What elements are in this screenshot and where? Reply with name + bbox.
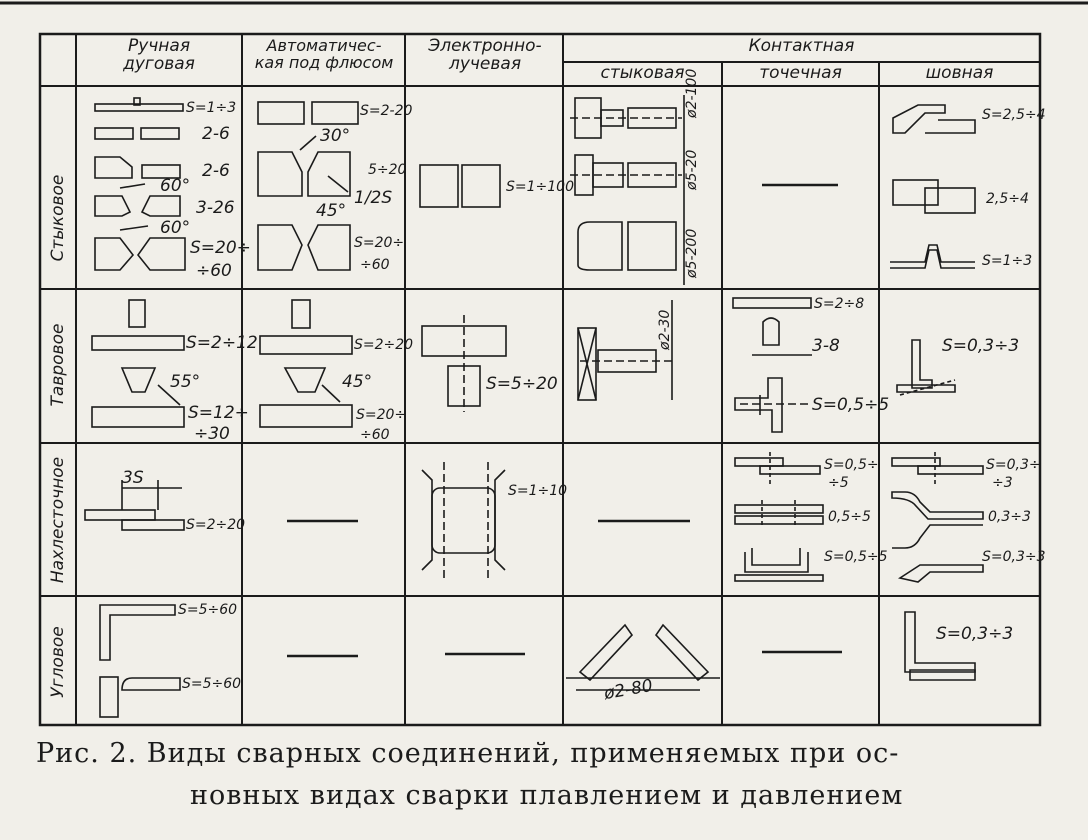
- dim-label: ÷60: [196, 261, 232, 281]
- dim-label: S=0,5÷5: [812, 395, 890, 415]
- r2-spot-sketch: [732, 297, 812, 433]
- table-frame: [38, 32, 1042, 727]
- dim-label: S=1÷100: [506, 179, 574, 195]
- angle-label: 45°: [316, 201, 347, 221]
- dim-label: ÷5: [828, 475, 849, 491]
- r2-manual-sketch: [91, 299, 185, 428]
- header-auto-line2: кая под флюсом: [254, 52, 394, 72]
- r1-auto-sketch: [257, 101, 359, 271]
- row-label-lap: Нахлесточное: [48, 456, 68, 584]
- dim-label: 0,5÷5: [828, 509, 871, 525]
- dim-label: S=0,5÷: [824, 457, 879, 473]
- dim-label: S=2÷12: [186, 333, 258, 353]
- dim-label: S=0,3÷3: [942, 336, 1020, 356]
- dim-label: S=2,5÷4: [982, 107, 1046, 123]
- diameter-label: ø2-30: [657, 309, 673, 350]
- dim-label: ÷60: [360, 427, 390, 443]
- r4-seam-sketch: [904, 611, 976, 681]
- dim-label: 1/2S: [354, 188, 393, 208]
- r2-auto-sketch: [259, 299, 353, 428]
- r3-spot-sketch: [734, 452, 824, 582]
- header-electron-beam: Электронно- лучевая: [410, 36, 560, 74]
- dim-label: S=5÷60: [182, 676, 242, 692]
- dim-label: S=2÷20: [186, 517, 246, 533]
- dim-label: 2,5÷4: [986, 191, 1029, 207]
- header-auto-line1: Автоматичес-: [266, 36, 382, 55]
- dim-label: S=0,3÷3: [982, 549, 1046, 565]
- dim-label: 3-8: [812, 336, 840, 356]
- dim-label: S=2÷20: [354, 337, 414, 353]
- angle-label: 60°: [160, 218, 191, 238]
- angle-label: 60°: [160, 176, 191, 196]
- dim-label: ÷30: [194, 424, 230, 444]
- diameter-label: ø5-200: [684, 228, 700, 278]
- dim-label: S=20÷: [190, 238, 251, 258]
- r1-manual-sketch: [94, 97, 186, 271]
- header-ebeam-line1: Электронно-: [428, 36, 542, 56]
- dim-label: 3-26: [196, 198, 235, 218]
- header-contact-seam: шовная: [925, 63, 994, 83]
- figure-caption-line1: Рис. 2. Виды сварных соединений, применя…: [36, 738, 900, 769]
- header-manual-line1: Ручная: [127, 36, 191, 56]
- row-label-corner: Угловое: [48, 626, 68, 698]
- header-manual-line2: дуговая: [123, 53, 195, 74]
- header-contact-butt: стыковая: [600, 63, 685, 83]
- header-contact-spot: точечная: [759, 63, 842, 83]
- r3-ebeam-sketch: [421, 462, 506, 582]
- dim-label: ÷60: [360, 257, 390, 273]
- r1-seam-sketch: [890, 104, 976, 269]
- dim-label: S=0,3÷3: [936, 624, 1014, 644]
- r2-ebeam-sketch: [421, 315, 507, 412]
- dim-label: S=5÷60: [178, 602, 238, 618]
- row-label-butt: Стыковое: [48, 174, 68, 262]
- dim-label: S=12÷: [188, 403, 249, 423]
- header-ebeam-line2: лучевая: [448, 53, 522, 74]
- angle-label: 55°: [170, 372, 201, 392]
- dim-label: 0,3÷3: [988, 509, 1031, 525]
- diameter-label: ø5-20: [684, 149, 700, 190]
- diameter-label: ø2-100: [684, 68, 700, 118]
- dim-label: S=20÷: [356, 407, 407, 423]
- header-submerged-arc: Автоматичес- кая под флюсом: [244, 36, 404, 72]
- dim-label: S=2-20: [360, 103, 413, 119]
- r2-contact-butt-sketch: [577, 300, 673, 401]
- angle-label: 45°: [342, 372, 373, 392]
- dim-label: 2-6: [202, 124, 230, 144]
- dim-label: S=5÷20: [486, 374, 558, 394]
- dim-label: S=2÷8: [814, 296, 865, 312]
- dim-label: S=1÷3: [982, 253, 1033, 269]
- dim-label: S=1÷10: [508, 483, 568, 499]
- r1-ebeam-sketch: [419, 164, 501, 208]
- dim-label: 3S: [122, 468, 144, 488]
- dim-label: 2-6: [202, 161, 230, 181]
- r4-manual-sketch: [99, 604, 181, 718]
- r2-seam-sketch: [896, 339, 956, 396]
- dim-label: S=0,5÷5: [824, 549, 888, 565]
- angle-label: 30°: [320, 126, 351, 146]
- header-manual-arc: Ручная дуговая: [82, 36, 236, 74]
- row-label-tee: Тавровое: [48, 323, 68, 407]
- r4-contact-butt-sketch: [566, 623, 720, 691]
- dim-label: S=1÷3: [186, 100, 237, 116]
- dim-label: S=20÷: [354, 235, 405, 251]
- dim-label: 5÷20: [368, 162, 407, 178]
- figure-caption-line2: новных видах сварки плавлением и давлени…: [190, 780, 904, 811]
- dim-label: S=0,3÷: [986, 457, 1041, 473]
- r1-contact-butt-sketch: [570, 95, 685, 285]
- header-contact: Контактная: [748, 36, 855, 56]
- dim-label: ÷3: [992, 475, 1013, 491]
- r3-manual-sketch: [84, 480, 185, 531]
- r3-seam-sketch: [891, 452, 984, 583]
